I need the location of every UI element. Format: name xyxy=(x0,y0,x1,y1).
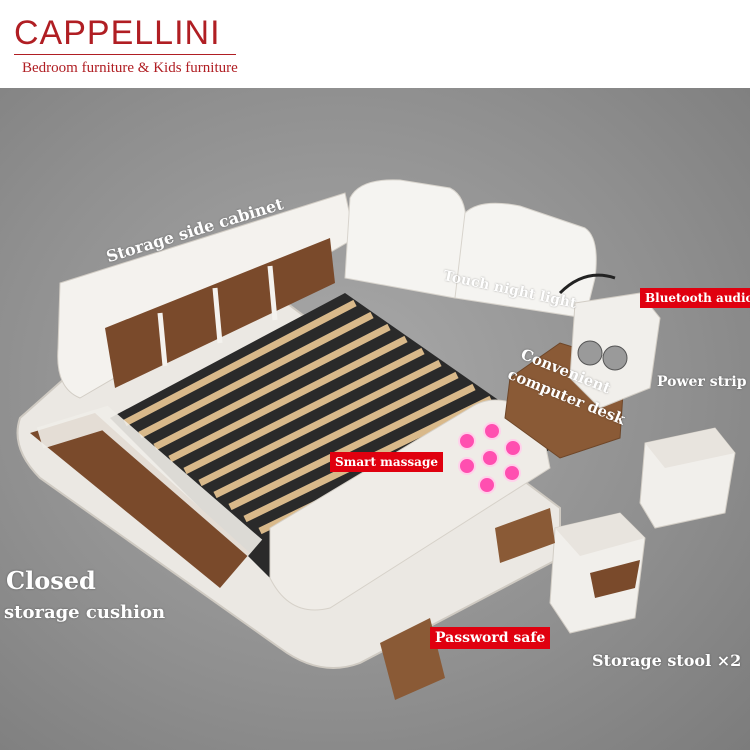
label-storage-stool: Storage stool ×2 xyxy=(592,651,742,670)
brand-divider xyxy=(14,54,236,55)
brand-tagline: Bedroom furniture & Kids furniture xyxy=(22,60,238,76)
label-power-strip: Power strip xyxy=(657,374,747,390)
night-light-arm xyxy=(558,273,616,295)
tag-bluetooth-audio: Bluetooth audio xyxy=(640,288,750,308)
brand-header: CAPPELLINI Bedroom furniture & Kids furn… xyxy=(0,0,750,88)
speaker-right xyxy=(602,345,628,371)
tag-password-safe: Password safe xyxy=(430,627,551,649)
storage-stool-front xyxy=(549,512,646,634)
tag-smart-massage: Smart massage xyxy=(330,452,443,472)
front-storage-cushion xyxy=(30,413,250,588)
storage-stool-back xyxy=(639,427,736,529)
brand-logo-text: CAPPELLINI xyxy=(14,14,221,52)
password-safe-drawer xyxy=(380,618,445,700)
massage-cushion xyxy=(269,399,551,611)
product-photo: Storage side cabinet Touch night light B… xyxy=(0,88,750,750)
speaker-left xyxy=(577,340,603,366)
bed-illustration xyxy=(16,179,736,700)
label-closed: Closed xyxy=(6,566,96,595)
side-drawer xyxy=(495,508,555,563)
label-storage-cushion: storage cushion xyxy=(4,602,166,623)
headboard-right xyxy=(454,202,597,319)
massage-points xyxy=(458,422,522,494)
